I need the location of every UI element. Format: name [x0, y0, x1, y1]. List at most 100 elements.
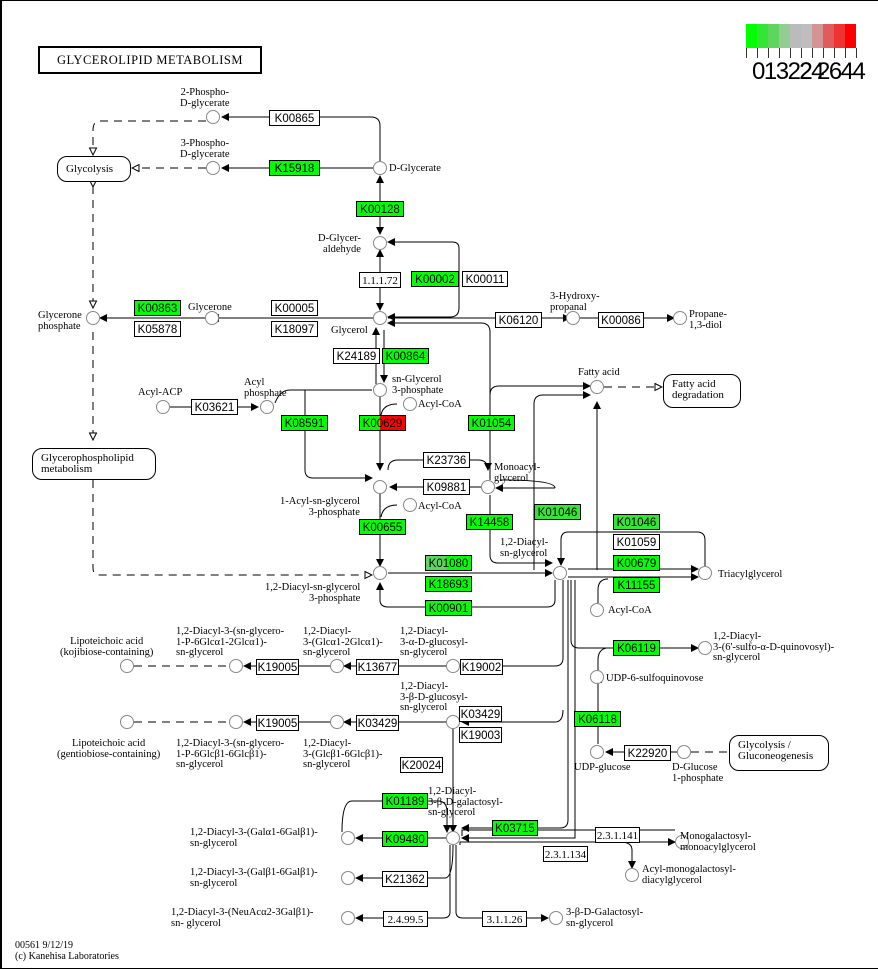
compound-node[interactable]: [330, 659, 344, 673]
ortholog-box[interactable]: K08591: [281, 415, 328, 431]
ortholog-box[interactable]: K15918: [269, 160, 320, 176]
compound-node[interactable]: [625, 868, 639, 882]
ortholog-box[interactable]: K00863: [134, 300, 181, 316]
ortholog-box[interactable]: K23736: [423, 452, 470, 468]
map-link-glycerophospholipid[interactable]: Glycerophospholipid metabolism: [32, 448, 156, 480]
compound-node[interactable]: [446, 831, 460, 845]
ortholog-box[interactable]: K00901: [425, 600, 472, 616]
ortholog-box[interactable]: K06120: [495, 312, 542, 328]
compound-node[interactable]: [590, 603, 604, 617]
compound-node[interactable]: [373, 161, 387, 175]
ortholog-box[interactable]: K01046: [534, 504, 581, 520]
ortholog-box[interactable]: K00002: [411, 271, 459, 287]
compound-node[interactable]: [566, 311, 580, 325]
compound-node[interactable]: [590, 745, 604, 759]
ortholog-box[interactable]: K00629: [359, 415, 406, 431]
compound-node[interactable]: [120, 715, 134, 729]
ortholog-box[interactable]: K09480: [382, 831, 428, 847]
compound-node[interactable]: [206, 161, 220, 175]
ec-box[interactable]: 2.3.1.134: [543, 846, 588, 862]
compound-node[interactable]: [341, 911, 355, 925]
ortholog-box[interactable]: K00679: [613, 555, 660, 571]
compound-node[interactable]: [373, 236, 387, 250]
ortholog-box[interactable]: K01189: [382, 793, 428, 809]
compound-node[interactable]: [481, 480, 495, 494]
compound-node[interactable]: [341, 871, 355, 885]
ortholog-box[interactable]: K09881: [423, 479, 470, 495]
compound-node[interactable]: [590, 670, 604, 684]
ortholog-box[interactable]: K01059: [613, 534, 660, 550]
compound-node[interactable]: [553, 566, 567, 580]
compound-node[interactable]: [330, 715, 344, 729]
map-title[interactable]: GLYCEROLIPID METABOLISM: [38, 46, 262, 74]
ortholog-box[interactable]: K18097: [271, 321, 318, 337]
compound-node[interactable]: [206, 110, 220, 124]
ortholog-box[interactable]: K01054: [468, 415, 515, 431]
compound-label: 1,2-Diacyl- 3-(6'-sulfo-α-D-quinovosyl)-…: [713, 631, 835, 663]
ortholog-box[interactable]: K00865: [269, 110, 320, 126]
compound-node[interactable]: [698, 641, 712, 655]
compound-label: 1,2-Diacyl- 3-(Glcα1-2Glcα1)- sn-glycero…: [303, 626, 383, 658]
map-link-glycolysis[interactable]: Glycolysis: [57, 156, 131, 182]
legend-swatch: [823, 24, 834, 48]
compound-node[interactable]: [341, 831, 355, 845]
compound-node[interactable]: [403, 498, 417, 512]
ec-box[interactable]: 1.1.1.72: [359, 272, 401, 288]
ortholog-box[interactable]: K00128: [356, 201, 404, 217]
ortholog-box[interactable]: K18693: [425, 576, 472, 592]
compound-node[interactable]: [673, 311, 687, 325]
ec-box[interactable]: 3.1.1.26: [482, 911, 527, 927]
ortholog-box[interactable]: K19002: [460, 659, 503, 675]
ortholog-box[interactable]: K19003: [459, 727, 502, 743]
ortholog-box[interactable]: K03429: [459, 706, 502, 722]
ortholog-box[interactable]: K03715: [492, 820, 538, 836]
compound-node[interactable]: [549, 911, 563, 925]
compound-node[interactable]: [373, 566, 387, 580]
compound-node[interactable]: [677, 745, 691, 759]
ortholog-box[interactable]: K00086: [598, 312, 644, 328]
ortholog-box[interactable]: K06118: [574, 711, 621, 727]
compound-node[interactable]: [698, 566, 712, 580]
compound-node[interactable]: [373, 480, 387, 494]
compound-node[interactable]: [403, 397, 417, 411]
ortholog-box[interactable]: K11155: [613, 577, 660, 593]
compound-node[interactable]: [229, 715, 243, 729]
ortholog-box[interactable]: K19005: [256, 659, 299, 675]
compound-node[interactable]: [86, 311, 100, 325]
ec-box[interactable]: 2.4.99.5: [383, 911, 428, 927]
map-link-fatty-acid-degradation[interactable]: Fatty acid degradation: [663, 374, 741, 408]
compound-node[interactable]: [120, 659, 134, 673]
ortholog-box[interactable]: K22920: [624, 745, 671, 761]
ortholog-box[interactable]: K00005: [271, 300, 318, 316]
ortholog-box[interactable]: K00864: [382, 348, 429, 364]
ortholog-box[interactable]: K05878: [134, 321, 181, 337]
ortholog-box[interactable]: K03429: [356, 715, 399, 731]
compound-node[interactable]: [590, 380, 604, 394]
map-link-glycolysis-gluconeogenesis[interactable]: Glycolysis / Gluconeogenesis: [729, 735, 829, 771]
ortholog-box[interactable]: K06119: [613, 640, 660, 656]
ortholog-box[interactable]: K14458: [466, 514, 513, 530]
ortholog-box[interactable]: K21362: [382, 871, 428, 887]
ortholog-box[interactable]: K20024: [400, 757, 443, 773]
ortholog-box[interactable]: K00011: [462, 271, 508, 287]
compound-node[interactable]: [260, 400, 274, 414]
ortholog-box[interactable]: K13677: [356, 659, 399, 675]
ortholog-box[interactable]: K01046: [613, 514, 660, 530]
legend-label: 13: [763, 58, 789, 85]
compound-node[interactable]: [446, 659, 460, 673]
compound-node[interactable]: [446, 715, 460, 729]
compound-node[interactable]: [675, 835, 689, 849]
ec-box[interactable]: 2.3.1.141: [595, 827, 640, 843]
compound-node[interactable]: [229, 659, 243, 673]
compound-node[interactable]: [205, 311, 219, 325]
ortholog-box[interactable]: K03621: [191, 399, 238, 415]
compound-node[interactable]: [156, 400, 170, 414]
ortholog-box[interactable]: K00655: [359, 519, 406, 535]
ortholog-box[interactable]: K19005: [256, 715, 299, 731]
ortholog-box[interactable]: K01080: [425, 555, 472, 571]
legend-tick: [768, 48, 769, 58]
compound-node[interactable]: [373, 383, 387, 397]
ortholog-box[interactable]: K24189: [333, 348, 380, 364]
compound-node[interactable]: [373, 311, 387, 325]
compound-label: D-Glucose 1-phosphate: [672, 762, 724, 784]
